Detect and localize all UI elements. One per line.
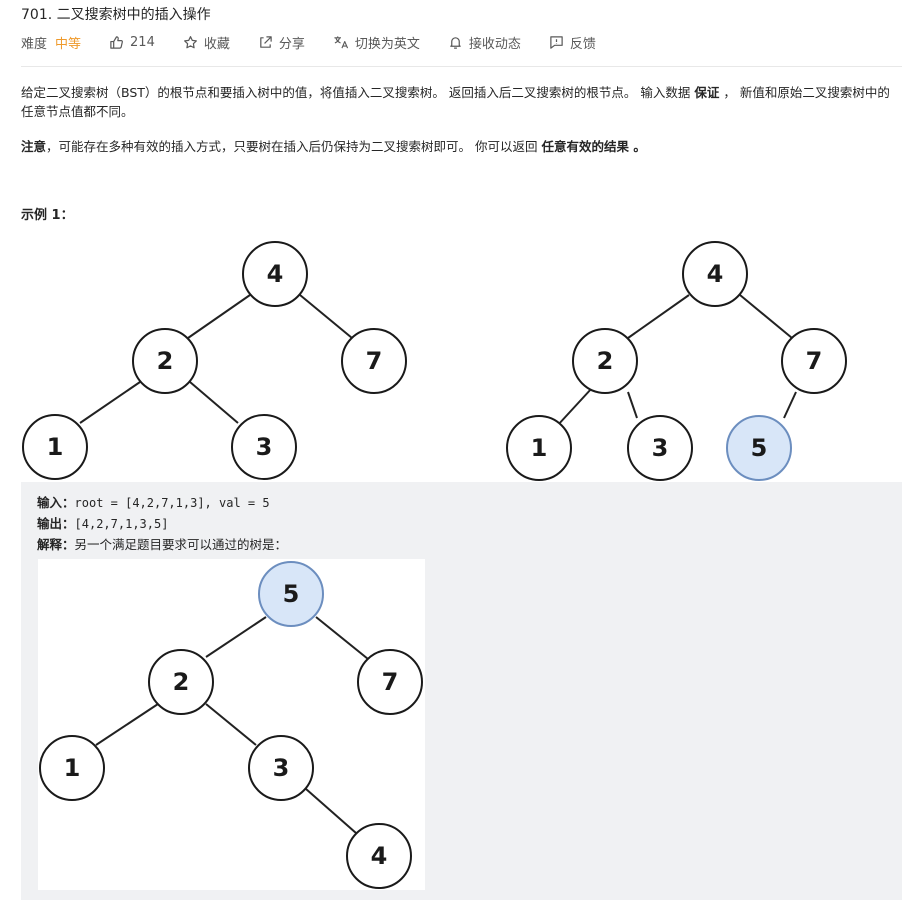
- description-text: ，可能存在多种有效的插入方式，只要树在插入后仍保持为二叉搜索树即可。 你可以返回: [46, 139, 542, 154]
- star-icon: [183, 35, 197, 48]
- note-emphasis: 注意: [21, 139, 47, 154]
- tree-edge: [783, 391, 797, 419]
- tree-node-label: 7: [382, 668, 399, 696]
- like-count: 214: [130, 34, 155, 50]
- tree-node: [627, 415, 693, 481]
- tree-diagram-original: 4 2 7 1 3: [22, 241, 407, 480]
- tree-node: [682, 241, 748, 307]
- tree-node-label: 2: [157, 347, 174, 375]
- tree-node: [248, 735, 314, 801]
- example-title: 示例 1：: [21, 208, 74, 223]
- tree-node-label: 1: [64, 754, 81, 782]
- example-box: 输入：root = [4,2,7,1,3], val = 5 输出：[4,2,7…: [21, 482, 902, 900]
- output-value: [4,2,7,1,3,5]: [74, 517, 169, 531]
- tree-node: [231, 414, 297, 480]
- tree-node-label: 3: [273, 754, 290, 782]
- alternative-tree-image: 5 2 7 1 3 4: [38, 559, 425, 890]
- description-paragraph-1: 给定二叉搜索树（BST）的根节点和要插入树中的值，将值插入二叉搜索树。 返回插入…: [21, 83, 891, 121]
- tree-node: [242, 241, 308, 307]
- feedback-icon: [550, 35, 563, 49]
- tree-diagram-inserted: 4 2 7 1 3 5: [506, 241, 847, 481]
- tree-edge: [189, 381, 239, 424]
- difficulty-badge: 中等: [55, 36, 82, 52]
- tree-edge: [205, 703, 257, 746]
- tree-edge: [79, 381, 141, 424]
- description-emphasis: 保证: [694, 85, 720, 100]
- share-button[interactable]: 分享: [258, 33, 305, 52]
- tree-node: [22, 414, 88, 480]
- tree-node: [357, 649, 423, 715]
- favorite-label: 收藏: [203, 36, 230, 52]
- example-output: 输出：[4,2,7,1,3,5]: [37, 515, 168, 533]
- tree-node: [39, 735, 105, 801]
- share-icon: [260, 35, 272, 48]
- share-label: 分享: [278, 36, 305, 52]
- favorite-button[interactable]: 收藏: [183, 33, 230, 52]
- tree-node-label: 5: [283, 580, 300, 608]
- bell-icon: [450, 36, 461, 49]
- tree-node-label: 1: [47, 433, 64, 461]
- tree-edge: [205, 616, 267, 658]
- notify-button[interactable]: 接收动态: [448, 33, 521, 52]
- tree-edge: [556, 387, 593, 427]
- tree-node: [132, 328, 198, 394]
- feedback-label: 反馈: [569, 36, 596, 52]
- tree-diagram-alternative: 5 2 7 1 3 4: [39, 561, 423, 889]
- tree-node: [148, 649, 214, 715]
- tree-node-label: 2: [173, 668, 190, 696]
- tree-node-label: 5: [751, 434, 768, 462]
- tree-edge: [187, 294, 251, 339]
- tree-node-root: [258, 561, 324, 627]
- tree-edge: [627, 391, 638, 419]
- tree-node: [572, 328, 638, 394]
- tree-node: [506, 415, 572, 481]
- tree-node: [341, 328, 407, 394]
- input-value: root = [4,2,7,1,3], val = 5: [74, 496, 270, 510]
- tree-edge: [627, 294, 690, 339]
- like-button[interactable]: 214: [109, 35, 155, 50]
- thumbs-up-icon: [110, 35, 123, 49]
- difficulty-label: 难度: [21, 36, 48, 52]
- input-label: 输入：: [37, 495, 75, 510]
- tree-node-label: 7: [806, 347, 823, 375]
- tree-node-inserted: [726, 415, 792, 481]
- explanation-label: 解释：: [37, 537, 75, 552]
- tree-node: [781, 328, 847, 394]
- tree-edge: [95, 703, 159, 746]
- switch-language-label: 切换为英文: [354, 36, 420, 52]
- header-divider: [21, 66, 902, 67]
- tree-edge: [739, 294, 793, 339]
- description-text: ， 新值和原始二叉搜索树中的任意节点值都不同。: [21, 85, 890, 119]
- tree-node-label: 3: [652, 434, 669, 462]
- tree-node-label: 4: [371, 842, 388, 870]
- tree-node-label: 4: [707, 260, 724, 288]
- translate-icon: [334, 35, 348, 48]
- feedback-button[interactable]: 反馈: [549, 33, 596, 52]
- tree-node-label: 7: [366, 347, 383, 375]
- tree-node-label: 2: [597, 347, 614, 375]
- notify-label: 接收动态: [468, 36, 521, 52]
- tree-edge: [315, 616, 369, 660]
- tree-node: [346, 823, 412, 889]
- tree-node-label: 3: [256, 433, 273, 461]
- problem-title: 701. 二叉搜索树中的插入操作: [21, 7, 211, 23]
- problem-meta-bar: 难度 中等 214 收藏 分享 切换为英文 接收动态 反馈: [21, 33, 624, 52]
- description-text: 给定二叉搜索树（BST）的根节点和要插入树中的值，将值插入二叉搜索树。 返回插入…: [21, 85, 695, 100]
- description-paragraph-2: 注意，可能存在多种有效的插入方式，只要树在插入后仍保持为二叉搜索树即可。 你可以…: [21, 137, 891, 156]
- tree-edge: [305, 788, 357, 834]
- example-explanation: 解释：另一个满足题目要求可以通过的树是：: [37, 536, 287, 554]
- output-label: 输出：: [37, 516, 75, 531]
- tree-node-label: 4: [267, 260, 284, 288]
- switch-language-button[interactable]: 切换为英文: [333, 33, 420, 52]
- example-input: 输入：root = [4,2,7,1,3], val = 5: [37, 494, 270, 512]
- tree-node-label: 1: [531, 434, 548, 462]
- explanation-value: 另一个满足题目要求可以通过的树是：: [74, 537, 288, 552]
- description-emphasis: 任意有效的结果 。: [541, 139, 646, 154]
- tree-edge: [299, 294, 353, 339]
